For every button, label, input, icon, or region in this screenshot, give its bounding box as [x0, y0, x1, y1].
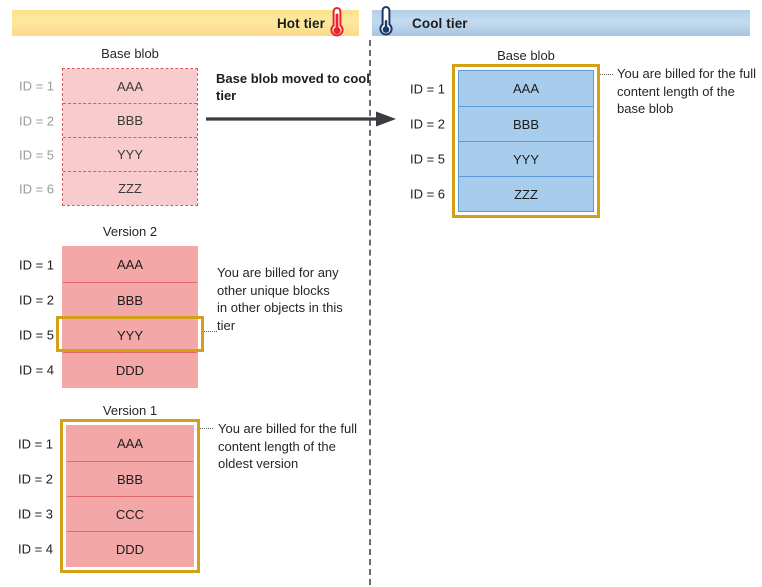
- row-id-label: ID = 1: [17, 436, 53, 451]
- row-value: BBB: [512, 116, 539, 132]
- row-id-label: ID = 4: [17, 541, 53, 557]
- hot-base-blob-title: Base blob: [101, 46, 159, 61]
- row-value: YYY: [116, 147, 143, 162]
- row-value: AAA: [116, 78, 143, 94]
- row-id-label: ID = 5: [409, 151, 445, 167]
- row-value: DDD: [115, 541, 145, 557]
- row-value: DDD: [115, 362, 145, 378]
- row-id-label: ID = 6: [409, 186, 445, 202]
- hot-version-2-title: Version 2: [102, 224, 158, 239]
- version-2-leader-line: [204, 331, 217, 332]
- row-value: BBB: [116, 113, 143, 128]
- row-value: ZZZ: [514, 186, 538, 202]
- row-id-label: ID = 1: [18, 257, 54, 272]
- row-value: CCC: [115, 506, 145, 522]
- cool-base-blob-rows: ID = 1 AAA ID = 2 BBB ID = 5 YYY ID = 6 …: [410, 70, 594, 212]
- row-id-label: ID = 6: [18, 181, 54, 196]
- thermometer-hot-icon: [330, 6, 344, 37]
- hot-version-1-title: Version 1: [102, 403, 158, 418]
- table-row-highlighted: ID = 5 YYY: [19, 317, 197, 352]
- hot-tier-header: Hot tier: [12, 10, 359, 36]
- table-row: ID = 1 AAA: [19, 69, 197, 103]
- version-1-leader-line: [200, 428, 213, 429]
- row-id-label: ID = 3: [17, 506, 53, 522]
- row-value: ZZZ: [118, 181, 142, 196]
- move-caption: Base blob moved to cool tier: [216, 71, 370, 103]
- table-row: ID = 6 ZZZ: [410, 176, 593, 211]
- note-version-1: You are billed for the full content leng…: [218, 421, 358, 471]
- row-value: YYY: [116, 327, 143, 343]
- table-row: ID = 1 AAA: [19, 247, 197, 282]
- row-value: YYY: [512, 151, 539, 167]
- row-id-label: ID = 2: [17, 471, 53, 487]
- table-row: ID = 1 AAA: [410, 71, 593, 106]
- table-row: ID = 2 BBB: [19, 103, 197, 137]
- table-row: ID = 2 BBB: [18, 461, 193, 496]
- row-id-label: ID = 2: [18, 292, 54, 308]
- hot-version-2-rows: ID = 1 AAA ID = 2 BBB ID = 5 YYY ID = 4 …: [19, 246, 198, 388]
- row-value: AAA: [116, 257, 143, 272]
- table-row: ID = 1 AAA: [18, 426, 193, 461]
- row-id-label: ID = 4: [18, 362, 54, 378]
- hot-version-1-rows: ID = 1 AAA ID = 2 BBB ID = 3 CCC ID = 4 …: [18, 425, 194, 567]
- row-id-label: ID = 5: [18, 327, 54, 343]
- hot-base-blob-rows: ID = 1 AAA ID = 2 BBB ID = 5 YYY ID = 6 …: [19, 68, 198, 206]
- row-value: BBB: [116, 292, 143, 308]
- hot-version-2-blob: Version 2 ID = 1 AAA ID = 2 BBB ID = 5 Y…: [19, 224, 198, 388]
- row-value: AAA: [512, 81, 539, 96]
- row-id-label: ID = 5: [18, 147, 54, 162]
- cool-tier-header: Cool tier: [372, 10, 750, 36]
- note-version-2: You are billed for any other unique bloc…: [217, 265, 343, 333]
- note-base-blob-cool: You are billed for the full content leng…: [617, 66, 757, 116]
- table-row: ID = 4 DDD: [19, 352, 197, 387]
- table-row: ID = 4 DDD: [18, 531, 193, 566]
- table-row: ID = 2 BBB: [410, 106, 593, 141]
- row-id-label: ID = 2: [409, 116, 445, 132]
- table-row: ID = 3 CCC: [18, 496, 193, 531]
- row-id-label: ID = 1: [18, 78, 54, 94]
- table-row: ID = 6 ZZZ: [19, 171, 197, 205]
- arrow-right-icon: [206, 111, 396, 127]
- hot-base-blob: Base blob ID = 1 AAA ID = 2 BBB ID = 5 Y…: [19, 46, 198, 206]
- row-id-label: ID = 1: [409, 81, 445, 96]
- thermometer-cool-icon: [379, 5, 393, 36]
- hot-version-1-blob: Version 1 ID = 1 AAA ID = 2 BBB ID = 3 C…: [18, 403, 194, 567]
- hot-tier-label: Hot tier: [276, 15, 325, 31]
- cool-base-blob-title: Base blob: [497, 48, 555, 63]
- cool-base-blob-leader-line: [600, 74, 613, 75]
- row-value: BBB: [116, 471, 143, 487]
- row-value: AAA: [116, 436, 143, 451]
- table-row: ID = 5 YYY: [19, 137, 197, 171]
- cool-tier-label: Cool tier: [412, 15, 468, 31]
- row-id-label: ID = 2: [18, 113, 54, 128]
- table-row: ID = 5 YYY: [410, 141, 593, 176]
- cool-base-blob: Base blob ID = 1 AAA ID = 2 BBB ID = 5 Y…: [410, 48, 594, 212]
- tier-divider: [369, 40, 371, 585]
- table-row: ID = 2 BBB: [19, 282, 197, 317]
